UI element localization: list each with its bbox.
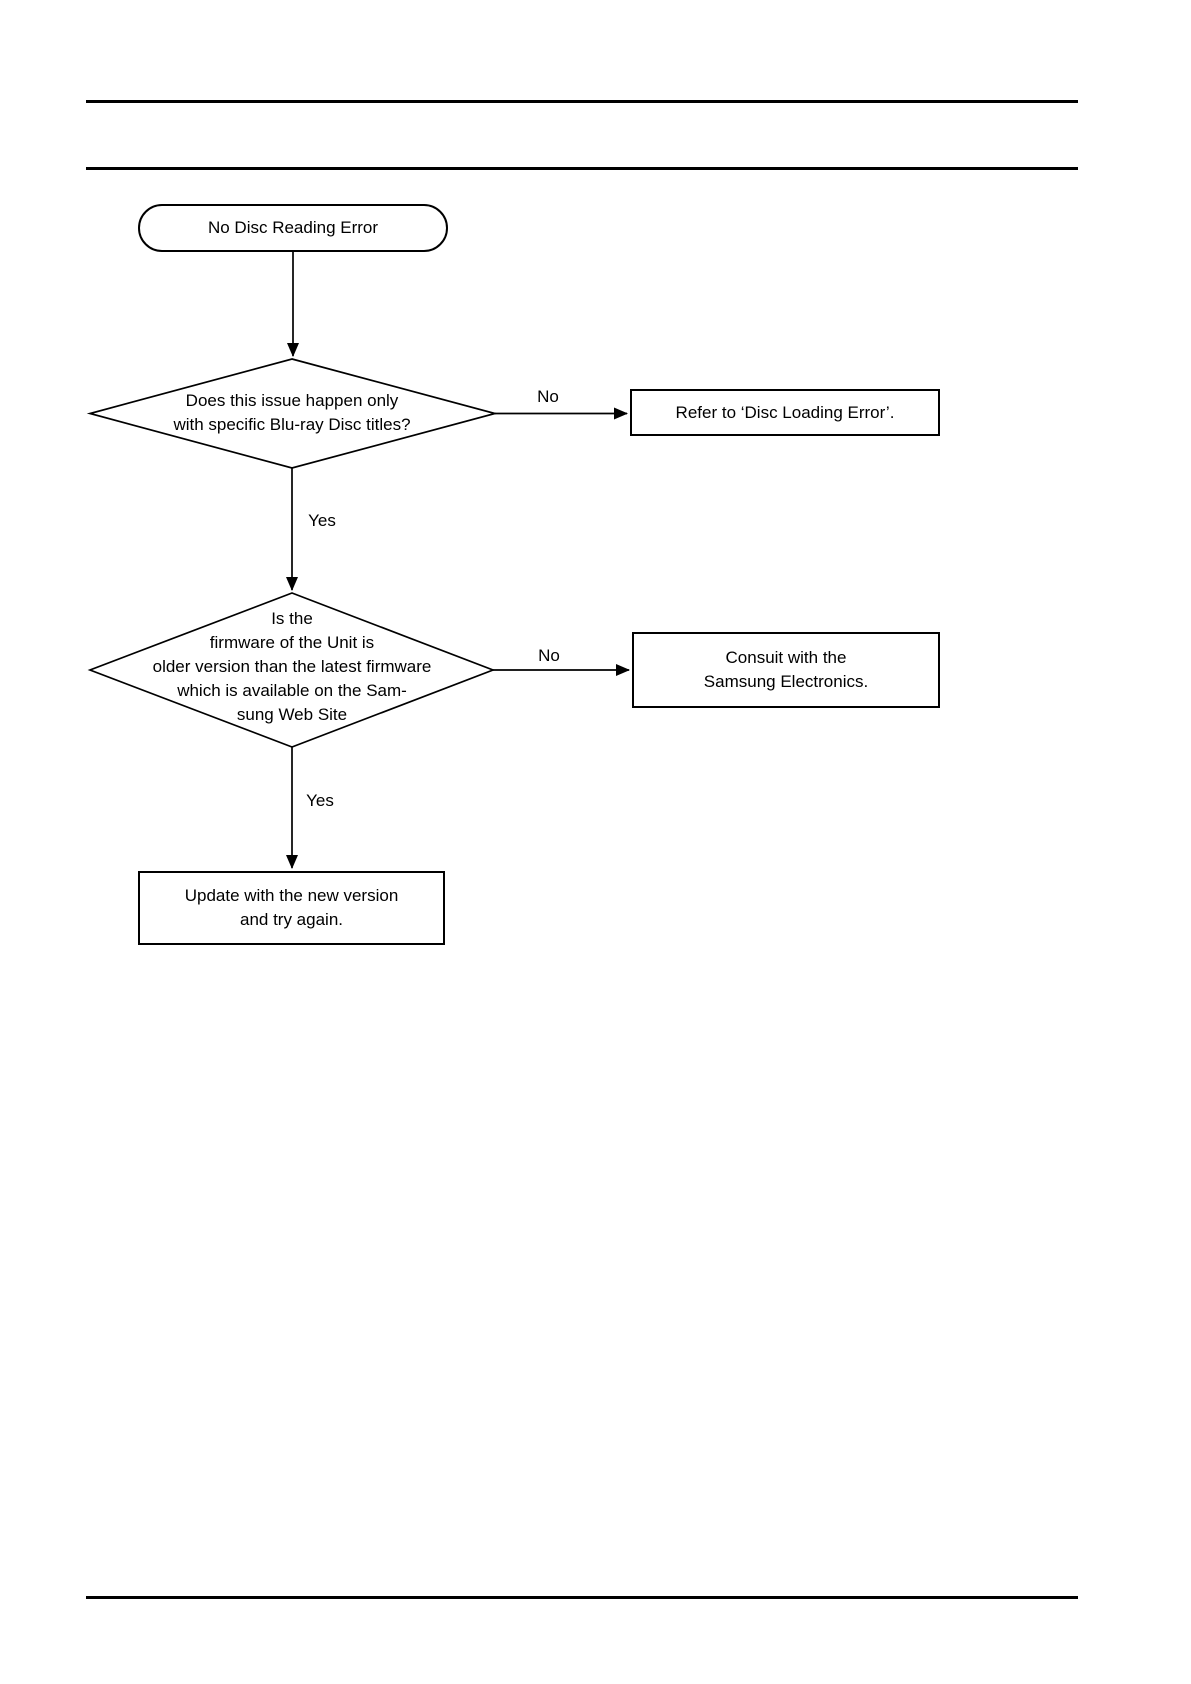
decision2-no-label: No <box>538 646 560 665</box>
decision2-yes-label: Yes <box>306 791 334 810</box>
action-box-refer: Refer to ‘Disc Loading Error’. <box>630 389 940 436</box>
footer-rule <box>86 1596 1078 1599</box>
header-rule-1 <box>86 100 1078 103</box>
decision2-text: Is the firmware of the Unit is older ver… <box>152 609 432 724</box>
action-box-update: Update with the new version and try agai… <box>138 871 445 945</box>
header-rule-2 <box>86 167 1078 170</box>
start-label: No Disc Reading Error <box>207 218 379 237</box>
action-update-text: Update with the new version and try agai… <box>184 886 399 929</box>
start-terminator: No Disc Reading Error <box>138 204 448 252</box>
decision1-yes-label: Yes <box>308 511 336 530</box>
action-refer-text: Refer to ‘Disc Loading Error’. <box>675 402 895 422</box>
action-box-consult: Consuit with the Samsung Electronics. <box>632 632 940 708</box>
decision1-text: Does this issue happen only with specifi… <box>173 391 411 434</box>
action-consult-text: Consuit with the Samsung Electronics. <box>703 648 869 691</box>
decision1-no-label: No <box>537 387 559 406</box>
